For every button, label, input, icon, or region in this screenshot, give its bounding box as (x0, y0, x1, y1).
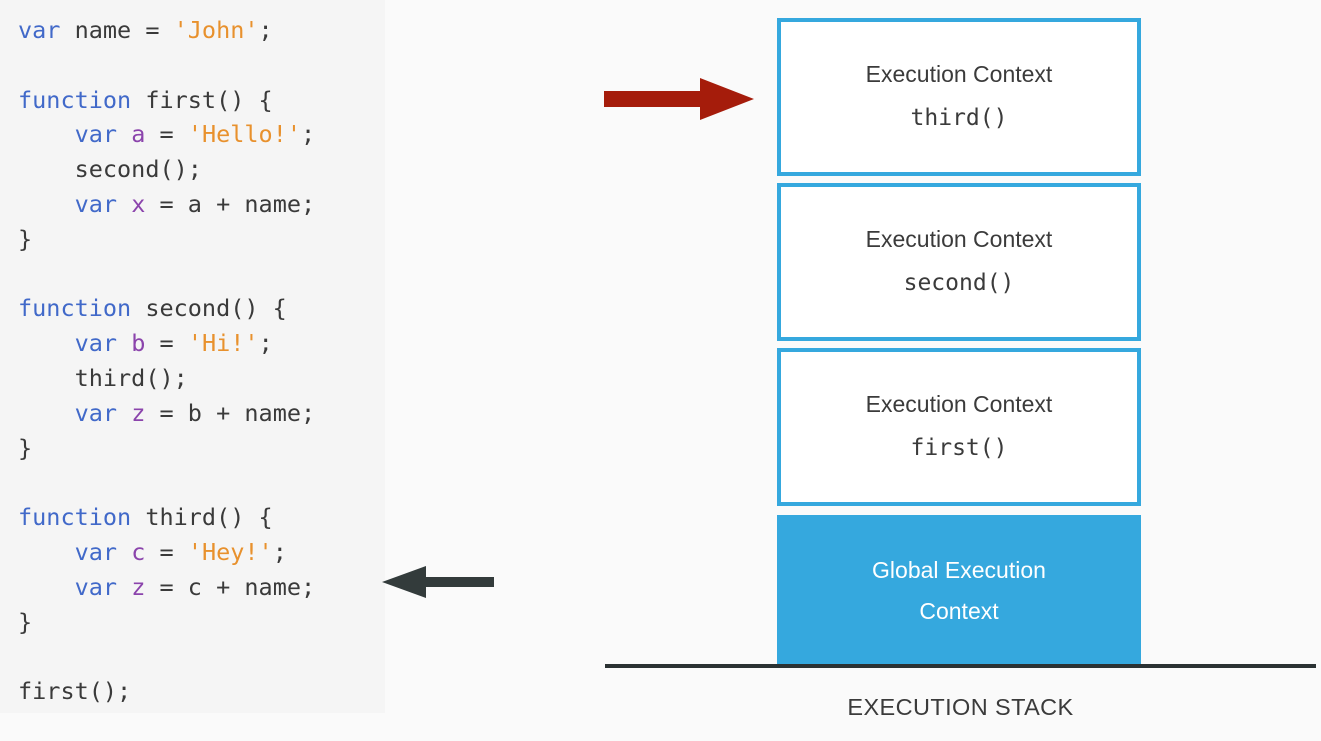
code-token (117, 399, 131, 427)
code-token: second() { (131, 294, 287, 323)
code-token: 'John' (173, 16, 259, 44)
code-token: function (18, 294, 132, 323)
arrow-right-icon (604, 78, 754, 120)
code-token: } (18, 607, 33, 636)
code-token: = (145, 537, 188, 566)
stack-frame-third[interactable]: Execution Context third() (777, 18, 1141, 176)
code-token: var (74, 120, 118, 149)
code-token: a (131, 120, 146, 149)
code-panel: var name = 'John'; function first() { va… (0, 0, 385, 713)
code-token: ; (258, 329, 273, 358)
code-token: = (145, 120, 188, 149)
code-token: name = (60, 16, 174, 44)
code-token (18, 120, 75, 148)
code-listing[interactable]: var name = 'John'; function first() { va… (18, 13, 315, 709)
code-token: var (74, 572, 118, 601)
stack-frame-second[interactable]: Execution Context second() (777, 183, 1141, 341)
stack-frame-function: third() (910, 105, 1008, 131)
stack-caption: EXECUTION STACK (847, 694, 1074, 720)
code-token (18, 329, 75, 357)
code-token: var (74, 537, 118, 566)
code-token: } (18, 433, 33, 462)
stack-frame-function: first() (910, 435, 1008, 461)
code-token: = a + name; (145, 189, 316, 218)
code-token: z (131, 398, 146, 427)
code-token: function (18, 85, 132, 114)
code-token: z (131, 572, 146, 601)
code-token (117, 538, 131, 566)
code-token: third(); (18, 363, 188, 392)
code-token: var (74, 189, 118, 218)
code-token: function (18, 503, 132, 532)
stack-frame-label: Execution Context (865, 391, 1053, 418)
code-token: var (18, 16, 61, 44)
code-token: = (145, 329, 188, 358)
code-token: c (131, 537, 146, 566)
code-token (117, 573, 131, 601)
code-token (18, 538, 75, 566)
code-token (18, 399, 75, 427)
code-token (117, 190, 131, 218)
code-token: } (18, 224, 33, 253)
stack-frame-global[interactable]: Global Execution Context (777, 515, 1141, 666)
code-token: b (131, 329, 146, 358)
arrow-left-icon (382, 566, 494, 598)
code-token: 'Hello!' (187, 120, 301, 149)
stack-frame-label-line2: Context (919, 597, 999, 624)
code-token: = c + name; (145, 572, 316, 601)
stack-frame-label: Execution Context (865, 226, 1053, 253)
code-token (117, 329, 131, 357)
code-token: = b + name; (145, 398, 316, 427)
stack-frame-label: Execution Context (865, 61, 1053, 88)
code-token: x (131, 189, 146, 218)
code-token: var (74, 398, 118, 427)
code-token: ; (272, 537, 287, 566)
code-token: ; (258, 16, 273, 44)
code-token: second(); (18, 155, 202, 184)
code-token (117, 120, 131, 148)
code-token: 'Hi!' (187, 329, 259, 358)
code-token: ; (301, 120, 316, 149)
stack-frame-first[interactable]: Execution Context first() (777, 348, 1141, 506)
code-token (18, 573, 75, 601)
code-token: var (74, 329, 118, 358)
code-token: 'Hey!' (187, 537, 273, 566)
stack-frame-function: second() (903, 270, 1015, 296)
code-token: first() { (131, 85, 273, 114)
code-token: third() { (131, 503, 273, 532)
code-token: first(); (18, 677, 132, 706)
code-token (18, 190, 75, 218)
stack-frame-label-line1: Global Execution (872, 557, 1046, 584)
